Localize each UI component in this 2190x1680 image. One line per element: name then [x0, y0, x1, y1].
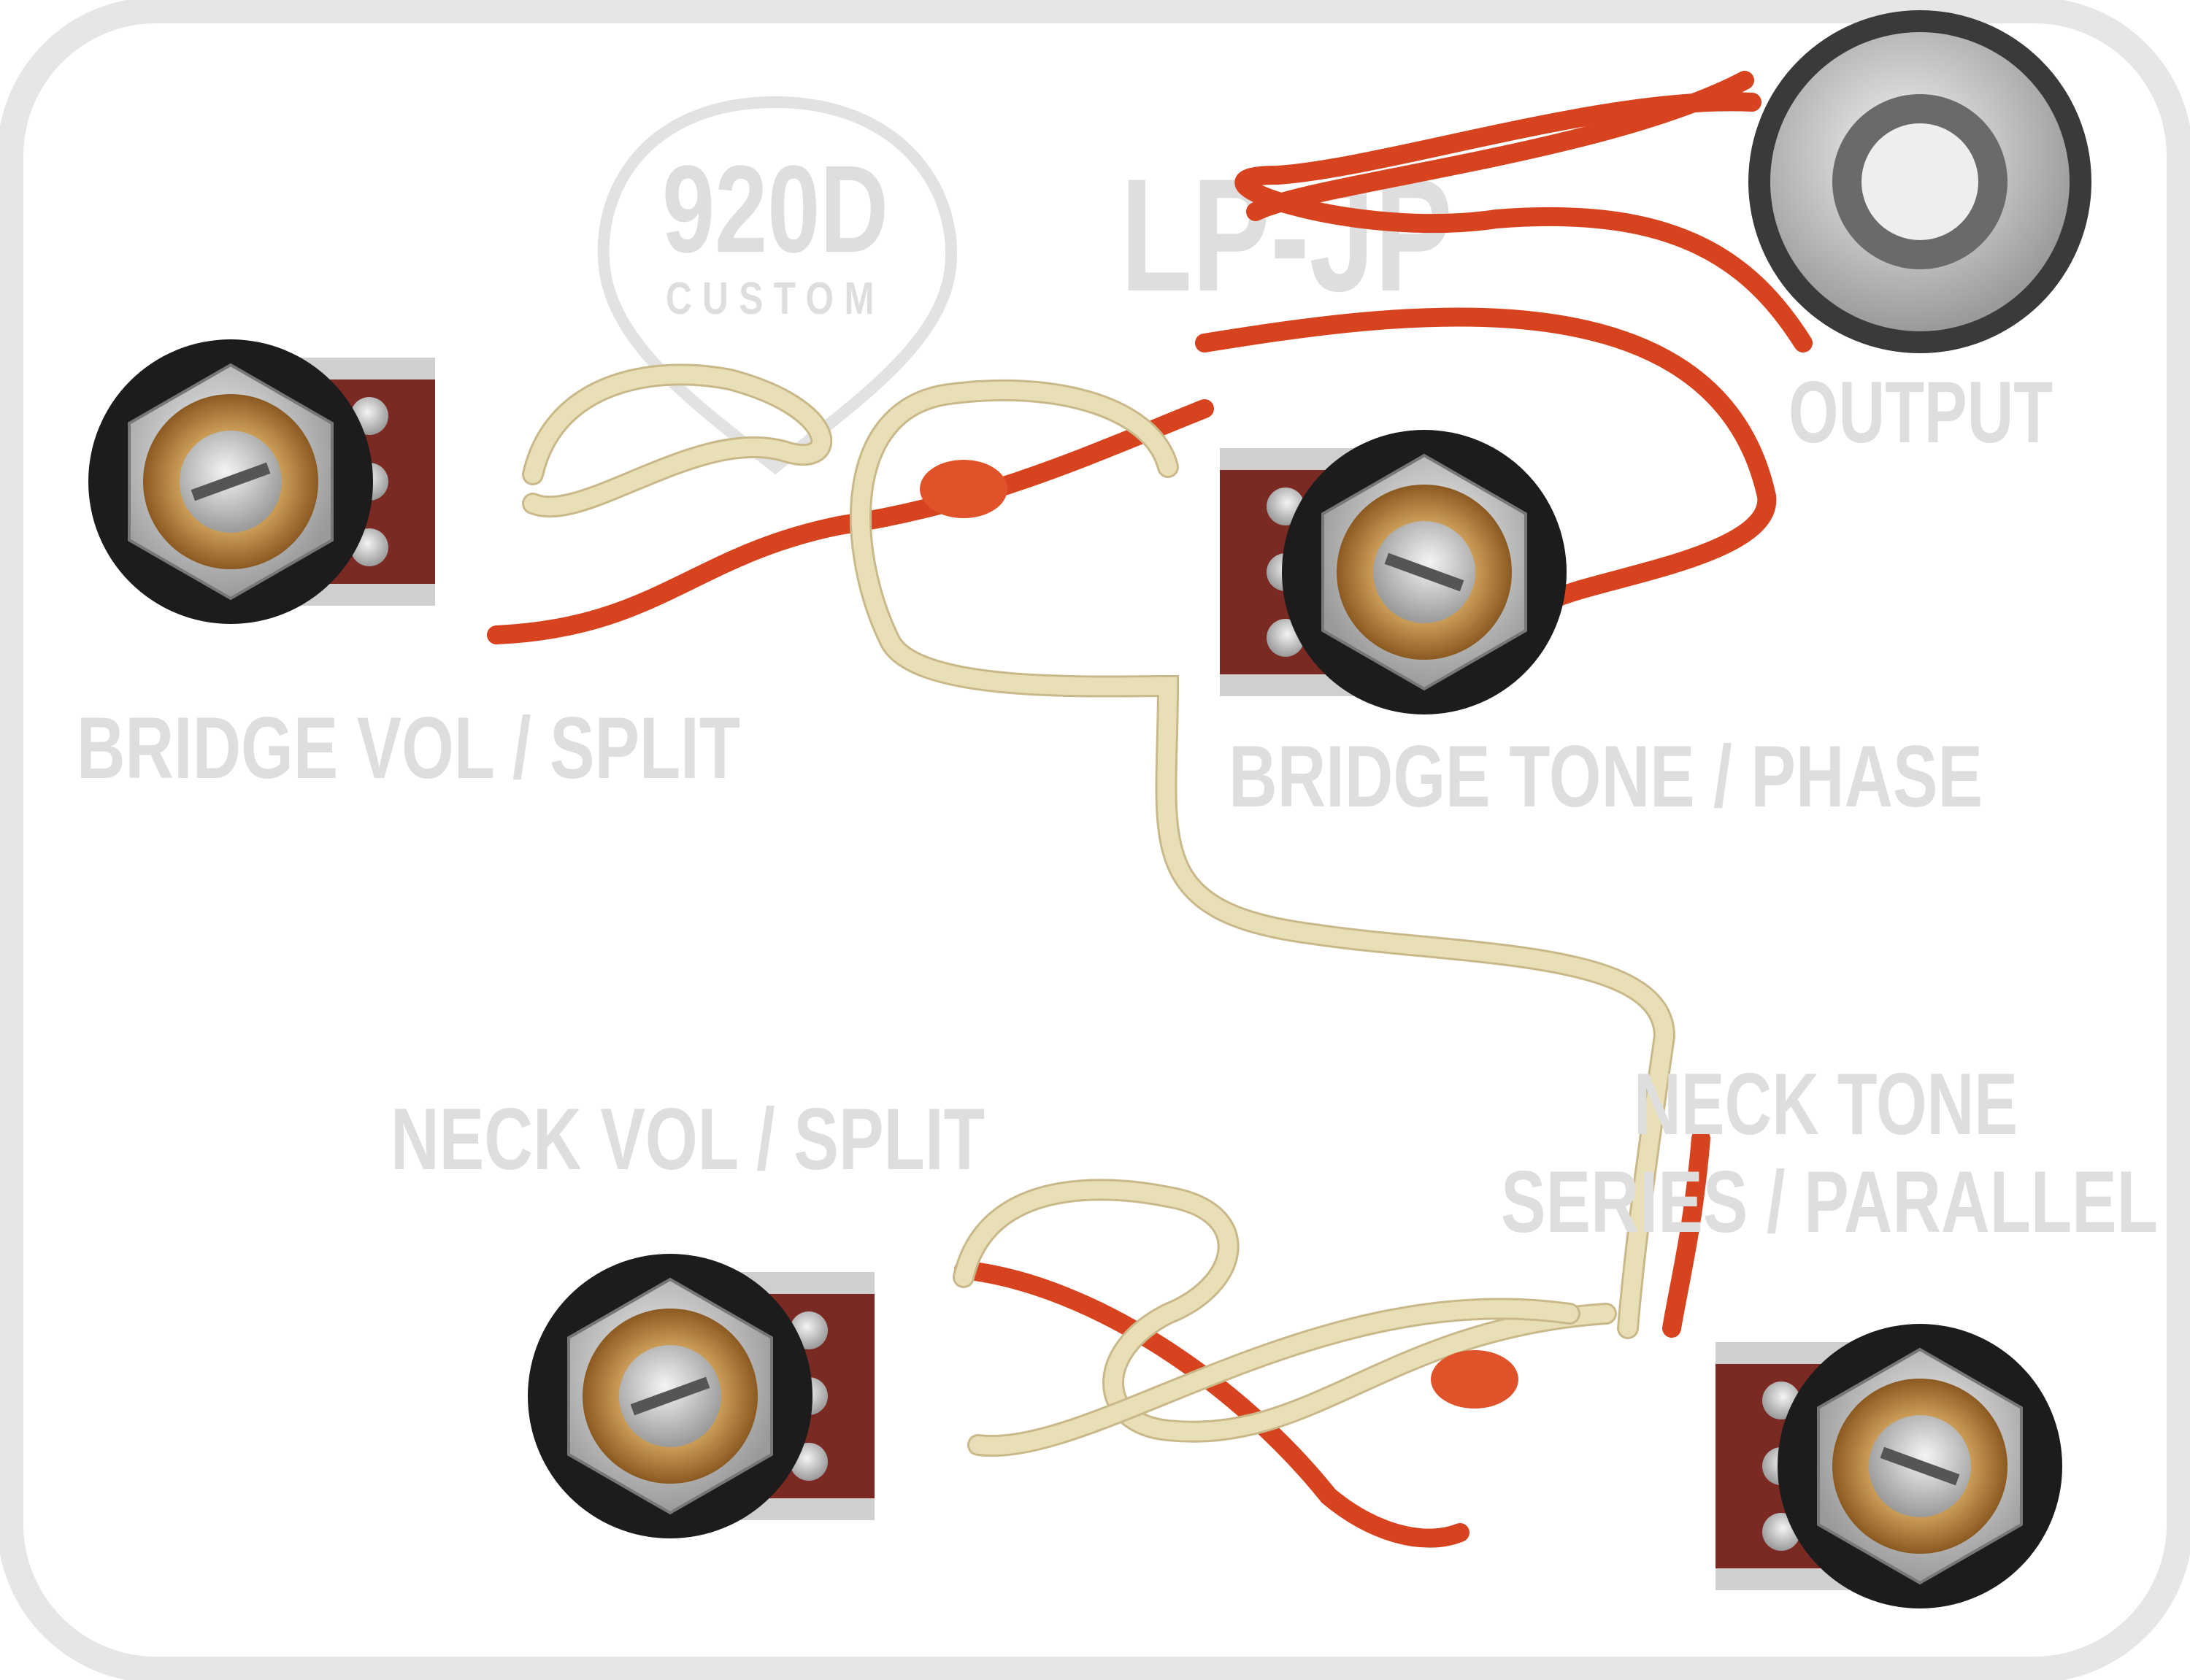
bridge-tone-pot	[1218, 428, 1568, 716]
neck-tone-pot	[1714, 1322, 2064, 1610]
label-output: OUTPUT	[1788, 363, 2053, 461]
label-neck-tone-line2: SERIES / PARALLEL	[1501, 1153, 2158, 1251]
label-bridge-vol: BRIDGE VOL / SPLIT	[77, 699, 740, 797]
brand-logo: 920D CUSTOM	[597, 96, 957, 475]
bridge-vol-pot	[87, 338, 437, 625]
label-bridge-tone: BRIDGE TONE / PHASE	[1229, 728, 1983, 825]
output-jack	[1748, 10, 2091, 353]
label-neck-vol: NECK VOL / SPLIT	[391, 1090, 985, 1188]
wires	[487, 71, 1813, 1548]
neck-vol-pot	[526, 1252, 876, 1540]
capacitor	[920, 460, 1007, 518]
logo-sub-text: CUSTOM	[666, 274, 885, 324]
logo-brand-text: 920D	[662, 140, 888, 279]
capacitor	[1431, 1350, 1518, 1409]
label-neck-tone-line1: NECK TONE	[1634, 1055, 2018, 1153]
